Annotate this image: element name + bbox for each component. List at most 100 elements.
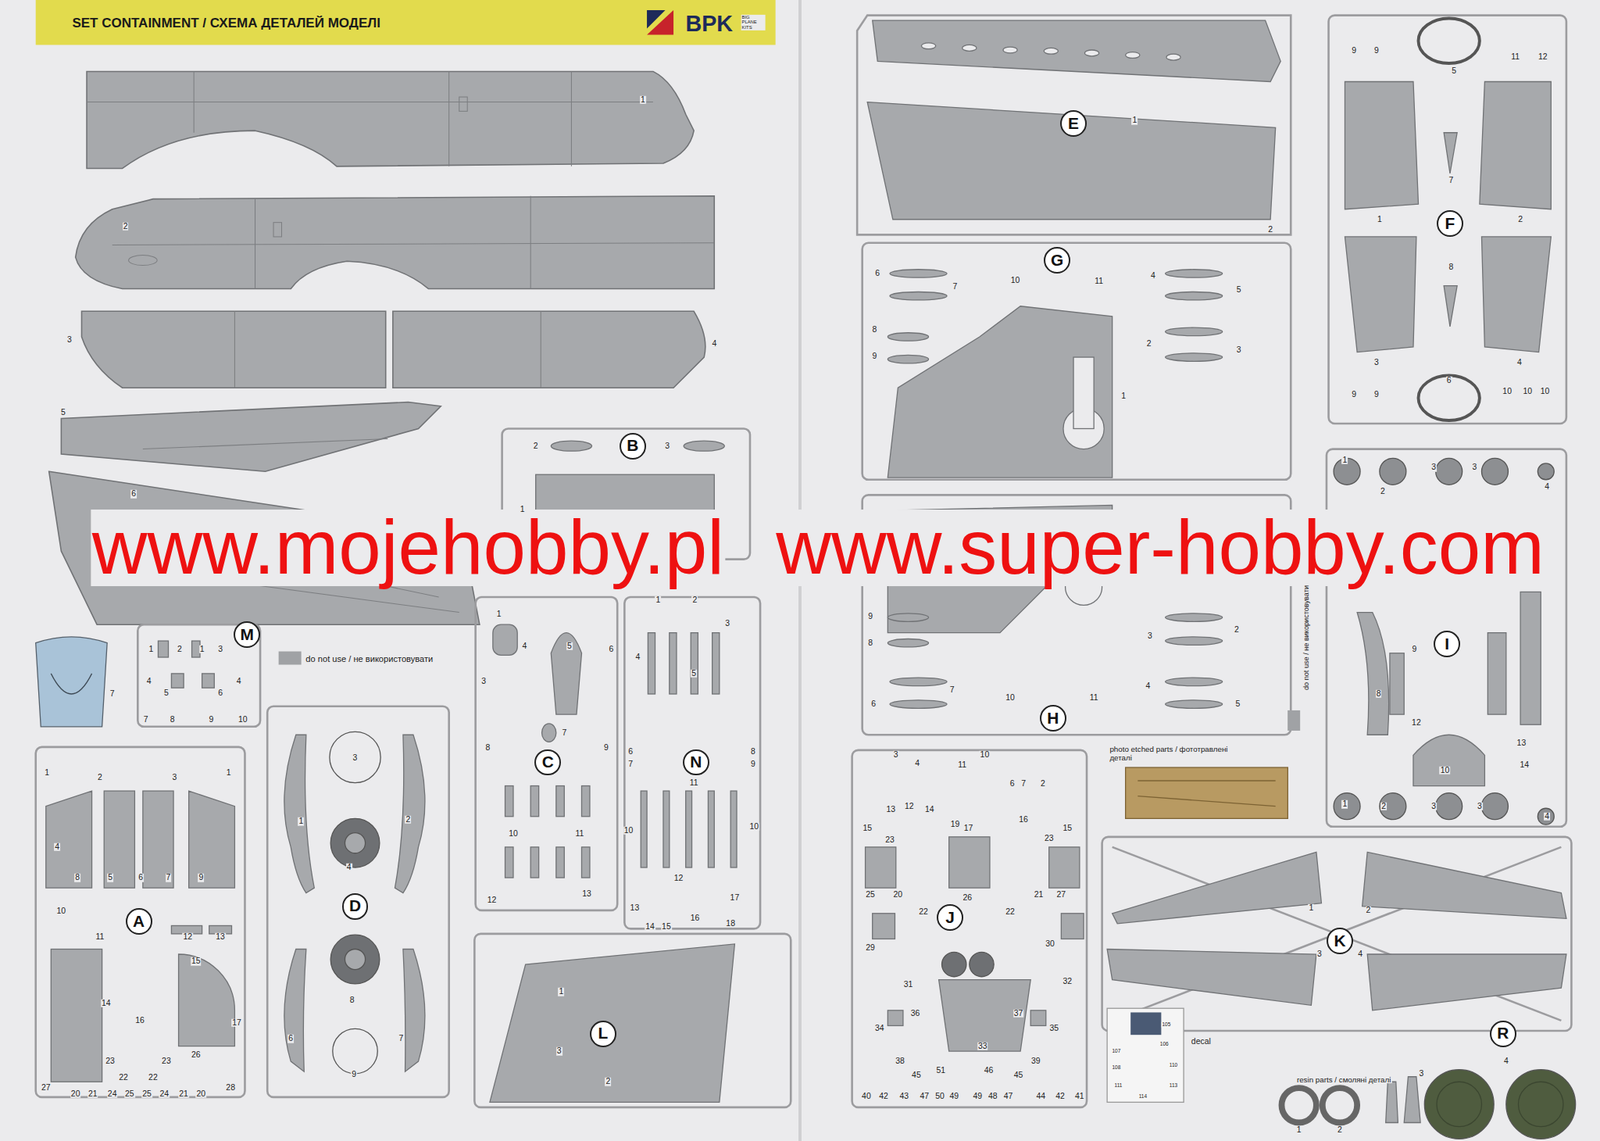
callout-number: 3 <box>217 644 224 653</box>
sprue-letter-circle: B <box>619 432 647 460</box>
sprue-part <box>1165 613 1223 622</box>
sprue-part <box>103 790 135 888</box>
callout-number: 3 <box>480 677 487 686</box>
callout-number: 2 <box>176 644 183 653</box>
sprue-part <box>171 673 184 688</box>
callout-number: 4 <box>1543 482 1550 491</box>
header-band <box>35 0 776 45</box>
callout-number: 10 <box>1501 387 1513 396</box>
hole-cutout <box>921 42 936 50</box>
callout-number: 16 <box>689 914 701 922</box>
callout-number: 6 <box>607 644 615 653</box>
sprue-letter: I <box>1444 635 1450 653</box>
callout-number: 6 <box>287 1034 294 1043</box>
callout-number: 4 <box>53 842 61 851</box>
wheel <box>1418 18 1480 64</box>
callout-number: 110 <box>1168 1062 1179 1068</box>
callout-number: 10 <box>1010 276 1022 285</box>
sprue-letter-circle: F <box>1436 210 1464 237</box>
callout-number: 12 <box>182 932 194 941</box>
callout-number: 4 <box>235 677 243 686</box>
callout-number: 21 <box>178 1089 190 1098</box>
sprue-letter: A <box>132 913 145 930</box>
photo-etch-fret <box>1137 779 1275 781</box>
wheel <box>1424 1069 1494 1140</box>
callout-number: 6 <box>627 747 634 756</box>
callout-number: 24 <box>107 1089 118 1098</box>
callout-number: 34 <box>874 1024 886 1033</box>
callout-number: 41 <box>1074 1091 1086 1100</box>
callout-number: 15 <box>660 922 672 931</box>
sprue-letter: J <box>945 909 955 926</box>
callout-number: 8 <box>349 996 356 1004</box>
callout-number: 4 <box>914 759 921 768</box>
callout-number: 11 <box>689 778 700 786</box>
sprue-frame <box>474 933 791 1108</box>
sprue-part <box>669 632 677 694</box>
brand-text: BIG PLANE KITS <box>741 14 766 31</box>
panel-line <box>142 439 388 450</box>
sprue-part <box>889 269 947 278</box>
callout-number: 6 <box>870 700 877 708</box>
sprue-part <box>1165 269 1223 278</box>
sprue-frame <box>852 750 1087 1108</box>
legend-swatch <box>1287 710 1300 731</box>
sprue-part <box>142 790 174 888</box>
callout-number: 23 <box>160 1057 172 1065</box>
sprue-part <box>1389 653 1404 715</box>
callout-number: 7 <box>142 714 150 723</box>
sprue-part <box>1060 913 1084 940</box>
sprue-part <box>949 836 990 888</box>
sprue-letter: F <box>1445 215 1456 233</box>
sprue-part <box>178 953 236 1047</box>
sprue-letter: C <box>542 753 554 771</box>
sprue-letter-circle: C <box>534 749 561 776</box>
watermark: www.mojehobby.pl <box>91 509 725 586</box>
callout-number: 22 <box>147 1073 159 1082</box>
callout-number: 24 <box>158 1089 170 1098</box>
sprue-part <box>730 790 737 868</box>
callout-number: 1 <box>1342 456 1349 465</box>
callout-number: 40 <box>860 1091 872 1100</box>
callout-number: 10 <box>623 826 635 835</box>
legend-text: do not use / не використовувати <box>1303 584 1311 691</box>
sprue-letter: D <box>349 897 361 915</box>
callout-number: 2 <box>122 222 129 231</box>
fuselage-part <box>81 310 386 388</box>
sprue-part <box>865 846 897 888</box>
decal-sheet <box>1107 1007 1184 1102</box>
sprue-frame <box>862 242 1292 480</box>
callout-number: 1 <box>1132 116 1139 125</box>
wheel <box>1418 375 1480 421</box>
callout-number: 6 <box>1009 779 1016 788</box>
callout-number: 5 <box>690 669 697 678</box>
callout-number: 9 <box>1410 644 1418 653</box>
sprue-part <box>1165 327 1223 336</box>
callout-number: 36 <box>910 1009 922 1018</box>
note-text: resin parts / смоляні деталі <box>1296 1075 1392 1084</box>
sprue-part <box>1520 591 1541 725</box>
callout-number: 21 <box>1033 890 1045 899</box>
callout-number: 17 <box>729 893 741 902</box>
callout-number: 1 <box>199 644 206 653</box>
sprue-letter-circle: E <box>1060 110 1087 137</box>
sprue-frame <box>857 15 1291 236</box>
sprue-part <box>1107 948 1317 1005</box>
callout-number: 12 <box>903 801 915 810</box>
watermark: www.super-hobby.com <box>775 509 1545 586</box>
callout-number: 11 <box>574 829 585 838</box>
sprue-letter-circle: J <box>936 903 964 931</box>
wheel <box>1435 792 1463 820</box>
callout-number: 10 <box>979 750 991 759</box>
sprue-part <box>887 332 929 341</box>
sprue-part <box>1165 677 1223 686</box>
hole-cutout <box>1166 53 1181 61</box>
callout-number: 37 <box>1013 1009 1025 1018</box>
callout-number: 7 <box>397 1034 404 1043</box>
callout-number: 1 <box>147 644 154 653</box>
callout-number: 1 <box>1296 1125 1303 1133</box>
callout-number: 9 <box>197 873 204 882</box>
hole-cutout <box>1003 46 1018 54</box>
callout-number: 8 <box>750 747 757 756</box>
page-title: SET CONTAINMENT / СХЕМА ДЕТАЛЕЙ МОДЕЛІ <box>71 15 381 29</box>
